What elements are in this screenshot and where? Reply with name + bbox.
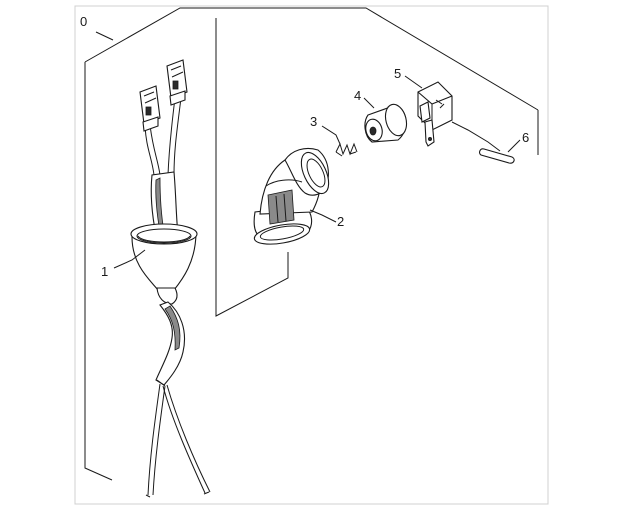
- callout-4: 4: [354, 88, 361, 103]
- callout-0: 0: [80, 14, 87, 29]
- rubber-boot: [130, 223, 198, 305]
- spring: [335, 142, 358, 157]
- micro-switch: [417, 81, 453, 147]
- connector-right: [166, 59, 188, 106]
- assembly-bracket-inner: [215, 18, 289, 317]
- connector-left: [139, 85, 161, 132]
- callout-6: 6: [522, 130, 529, 145]
- assembly-bracket-outer: [84, 7, 539, 481]
- drawing-frame: [74, 5, 549, 505]
- elbow-housing: [253, 147, 330, 245]
- callout-2: 2: [337, 214, 344, 229]
- callout-3: 3: [310, 114, 317, 129]
- callout-labels: 0 1 2 3 4 5 6: [80, 14, 529, 279]
- pin: [479, 148, 515, 164]
- callout-5: 5: [394, 66, 401, 81]
- callout-1: 1: [101, 264, 108, 279]
- wire-harness: [130, 59, 211, 498]
- plunger: [364, 103, 408, 143]
- leader-lines: [113, 75, 521, 269]
